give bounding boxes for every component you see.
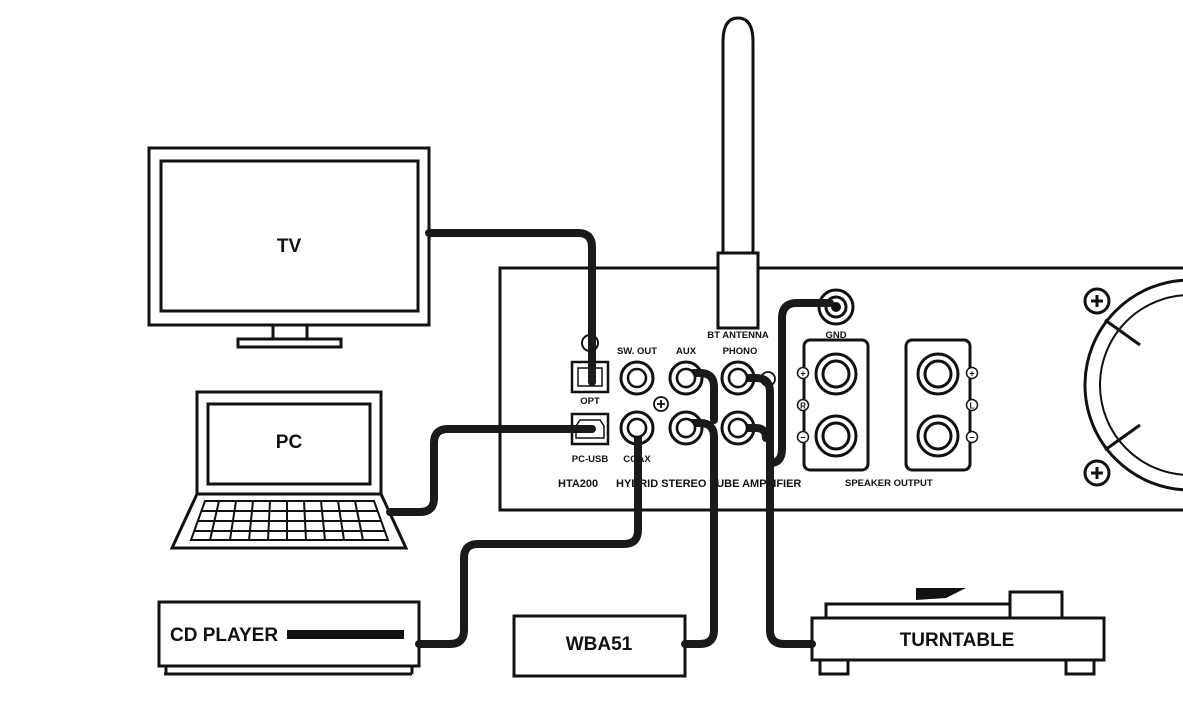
aux-label: AUX: [676, 346, 697, 357]
disc-slot: [287, 630, 404, 639]
cable-pc-usb: [386, 425, 596, 516]
sw-out-jack[interactable]: [619, 360, 655, 396]
svg-text:−: −: [800, 433, 805, 443]
sw-out-label: SW. OUT: [617, 346, 657, 357]
cable-wba51-aux-2: [686, 369, 718, 424]
amplifier-title: HYBRID STEREO TUBE AMPLIFIER: [616, 478, 801, 490]
speaker-terminals-left: [904, 338, 972, 472]
opt-label: OPT: [580, 396, 600, 407]
keyboard-icon: [189, 500, 390, 541]
plus-marker-icon: [653, 396, 669, 412]
cable-tv-opt: [425, 229, 596, 386]
svg-text:R: R: [800, 402, 806, 411]
turntable-device: [810, 588, 1106, 676]
wba51-label: WBA51: [566, 634, 633, 655]
gnd-label: GND: [825, 330, 846, 341]
wba51-device: [512, 614, 687, 678]
cable-gnd: [766, 299, 834, 467]
svg-text:+: +: [969, 369, 974, 379]
bt-antenna-icon: [716, 16, 760, 330]
amplifier-model: HTA200: [558, 478, 598, 490]
cable-cd-coax: [415, 428, 642, 648]
tv-label: TV: [277, 236, 302, 257]
cd-player-device: [157, 600, 421, 676]
pc-usb-label: PC-USB: [572, 454, 609, 465]
pc-label: PC: [276, 432, 303, 453]
cd-player-label: CD PLAYER: [170, 625, 278, 646]
phono-label: PHONO: [723, 346, 758, 357]
screw-icon: [1083, 459, 1111, 487]
cable-turntable-phono: [738, 374, 816, 648]
svg-text:+: +: [800, 369, 805, 379]
tv-device: [147, 146, 431, 349]
pc-device: [169, 390, 409, 550]
cooling-fan: [1083, 278, 1183, 492]
screw-icon: [1083, 287, 1111, 315]
speaker-output-label: SPEAKER OUTPUT: [845, 478, 933, 489]
svg-text:L: L: [970, 402, 975, 411]
cable-wba51-aux: [681, 419, 718, 648]
jack-plugs: [626, 367, 749, 439]
speaker-terminals-right: [802, 338, 870, 472]
gnd-terminal[interactable]: [817, 288, 855, 326]
svg-text:−: −: [969, 433, 974, 443]
cable-turntable-phono-2: [738, 424, 770, 442]
speaker-polarity-markers: + R − + L −: [796, 366, 979, 444]
bt-antenna-label: BT ANTENNA: [707, 330, 769, 341]
turntable-label: TURNTABLE: [900, 630, 1015, 651]
